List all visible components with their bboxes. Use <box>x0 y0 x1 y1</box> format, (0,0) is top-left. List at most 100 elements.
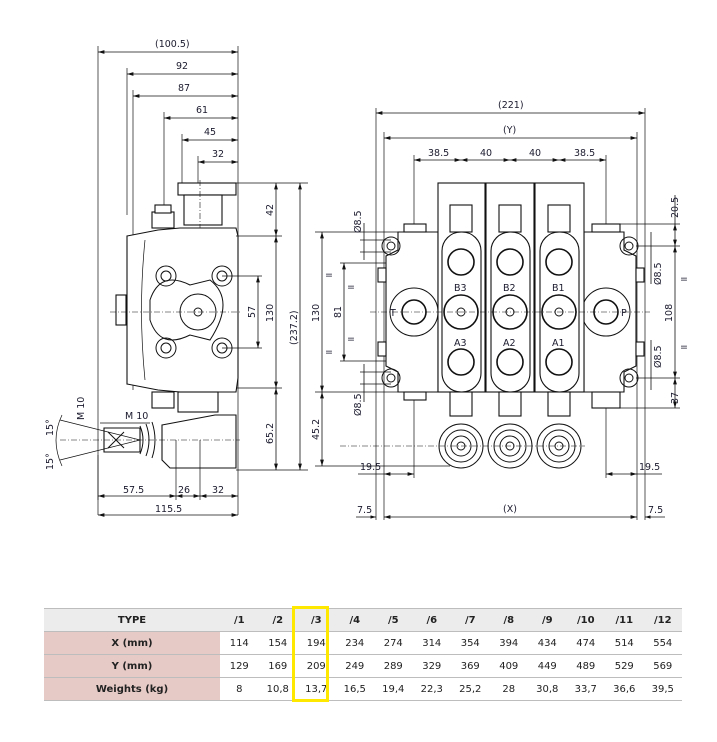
technical-drawing: (100.5) 92 87 61 45 32 <box>45 39 688 520</box>
dim-57: 57 <box>247 306 258 318</box>
dim-45: 45 <box>204 127 216 138</box>
dim-65-2: 65.2 <box>265 423 276 444</box>
table-cell: 154 <box>258 631 297 655</box>
dim-42: 42 <box>265 204 276 216</box>
table-cell: 129 <box>220 654 259 678</box>
port-label-a2: A2 <box>503 338 516 349</box>
column-header: /6 <box>412 608 451 632</box>
table-cell: 474 <box>566 631 605 655</box>
dim-37: 37 <box>670 392 681 404</box>
dim-38-5-left: 38.5 <box>428 148 449 159</box>
dim-38-5-right: 38.5 <box>574 148 595 159</box>
table-row-x: X (mm) 114 154 194 234 274 314 354 394 4… <box>44 631 682 655</box>
table-cell: 28 <box>489 677 528 701</box>
equal-mark-3: = <box>347 282 355 293</box>
port-label-a1: A1 <box>552 338 565 349</box>
column-header: /1 <box>220 608 259 632</box>
column-header: /5 <box>374 608 413 632</box>
thread-m10-horizontal: M 10 <box>125 411 148 422</box>
table-cell: 354 <box>451 631 490 655</box>
equal-mark-4: = <box>347 334 355 345</box>
table-cell: 329 <box>412 654 451 678</box>
table-cell: 10,8 <box>258 677 297 701</box>
table-cell: 22,3 <box>412 677 451 701</box>
table-cell: 169 <box>258 654 297 678</box>
table-cell: 234 <box>335 631 374 655</box>
table-cell: 314 <box>412 631 451 655</box>
table-cell: 554 <box>643 631 682 655</box>
dim-32-bottom: 32 <box>212 485 224 496</box>
table-cell: 249 <box>335 654 374 678</box>
table-cell: 529 <box>605 654 644 678</box>
front-view: (221) (Y) 38.5 40 40 38.5 T <box>311 100 688 520</box>
table-cell: 409 <box>489 654 528 678</box>
header-type: TYPE <box>44 608 220 632</box>
table-cell: 8 <box>220 677 259 701</box>
hole-dia-top-right: Ø8.5 <box>653 262 664 285</box>
table-cell: 25,2 <box>451 677 490 701</box>
table-cell: 30,8 <box>528 677 567 701</box>
port-label-b3: B3 <box>454 283 467 294</box>
dim-26: 26 <box>178 485 190 496</box>
equal-mark-right-2: = <box>680 342 688 353</box>
table-cell: 209 <box>297 654 336 678</box>
side-dims-top: (100.5) 92 87 61 45 32 <box>97 39 239 515</box>
dim-115-5: 115.5 <box>155 504 182 515</box>
table-cell: 19,4 <box>374 677 413 701</box>
equal-mark-2: = <box>325 347 333 358</box>
dim-237-2: (237.2) <box>289 310 300 345</box>
table-cell: 274 <box>374 631 413 655</box>
table-row-y: Y (mm) 129 169 209 249 289 329 369 409 4… <box>44 654 682 678</box>
angle-15-down: 15° <box>45 453 56 470</box>
dim-32: 32 <box>212 149 224 160</box>
table-cell: 39,5 <box>643 677 682 701</box>
dim-108: 108 <box>664 304 675 322</box>
column-header: /12 <box>643 608 682 632</box>
row-label: Y (mm) <box>44 654 220 678</box>
front-dims-right: 20.5 108 = = 37 Ø8.5 Ø8.5 <box>620 195 688 409</box>
table-cell: 194 <box>297 631 336 655</box>
dim-19-5-left: 19.5 <box>360 462 381 473</box>
hole-dia-top-left: Ø8.5 <box>353 210 364 233</box>
row-label: X (mm) <box>44 631 220 655</box>
section-2: B2 A2 <box>485 182 535 469</box>
dim-45-2: 45.2 <box>311 419 322 440</box>
equal-mark-right-1: = <box>680 274 688 285</box>
table-cell: 13,7 <box>297 677 336 701</box>
port-label-b1: B1 <box>552 283 565 294</box>
front-valve-body: T P B3 A3 <box>340 182 650 469</box>
dim-y: (Y) <box>503 125 516 136</box>
port-label-p: P <box>621 308 627 319</box>
column-header: /7 <box>451 608 490 632</box>
dim-x: (X) <box>503 504 517 515</box>
column-header: /10 <box>566 608 605 632</box>
column-header: /4 <box>335 608 374 632</box>
table-cell: 36,6 <box>605 677 644 701</box>
column-header: /2 <box>258 608 297 632</box>
dim-20-5: 20.5 <box>670 197 681 218</box>
table-cell: 394 <box>489 631 528 655</box>
port-label-b2: B2 <box>503 283 516 294</box>
equal-mark-1: = <box>325 270 333 281</box>
row-label: Weights (kg) <box>44 677 220 701</box>
angle-15-up: 15° <box>45 419 56 436</box>
side-valve-body <box>55 180 240 469</box>
table-cell: 449 <box>528 654 567 678</box>
dim-19-5-right: 19.5 <box>639 462 660 473</box>
specification-table: TYPE /1 /2 /3 /4 /5 /6 /7 /8 /9 /10 /11 … <box>44 608 682 701</box>
table-cell: 489 <box>566 654 605 678</box>
side-dims-right: 42 130 65.2 (237.2) 57 <box>222 182 308 471</box>
dim-40-right: 40 <box>529 148 541 159</box>
hole-dia-bottom-right: Ø8.5 <box>653 345 664 368</box>
table-cell: 16,5 <box>335 677 374 701</box>
side-lever-dims: M 10 M 10 15° 15° 57.5 26 32 115.5 <box>45 397 238 517</box>
table-cell: 114 <box>220 631 259 655</box>
front-dims-left: 130 = = 81 = = Ø8.5 Ø8.5 45.2 <box>311 210 450 467</box>
front-dims-top: (221) (Y) 38.5 40 40 38.5 <box>375 100 646 520</box>
table-cell: 569 <box>643 654 682 678</box>
dim-40-left: 40 <box>480 148 492 159</box>
front-dims-bottom: 19.5 19.5 (X) 7.5 7.5 <box>356 400 665 519</box>
table-cell: 289 <box>374 654 413 678</box>
table-cell: 514 <box>605 631 644 655</box>
port-label-a3: A3 <box>454 338 467 349</box>
